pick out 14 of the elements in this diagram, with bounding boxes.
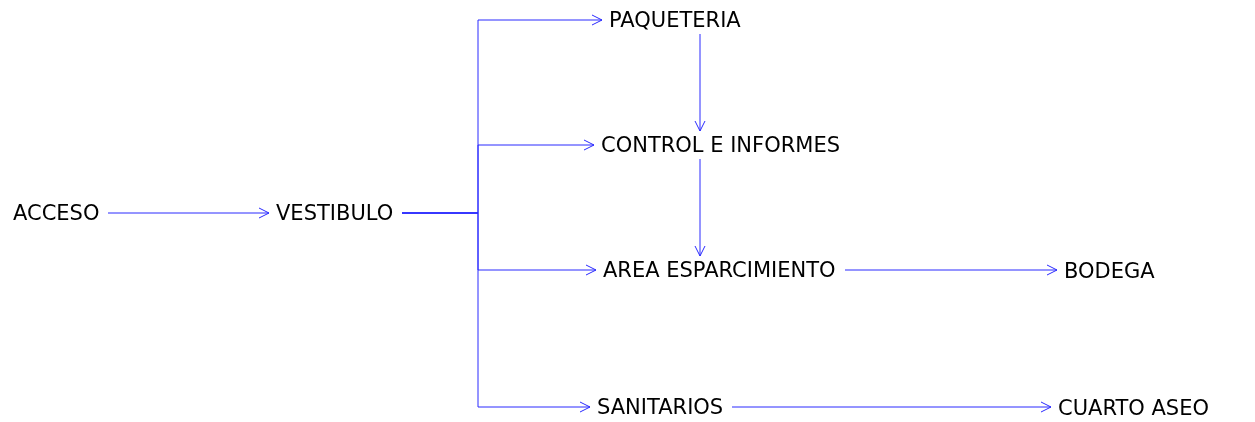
node-label: SANITARIOS xyxy=(596,394,725,420)
arrow xyxy=(731,401,1052,413)
node-label: CUARTO ASEO xyxy=(1057,395,1210,421)
node-label: AREA ESPARCIMIENTO xyxy=(602,257,837,283)
node-label: ACCESO xyxy=(12,200,101,226)
node-label: PAQUETERIA xyxy=(608,7,742,33)
arrow xyxy=(107,207,270,219)
node-label: BODEGA xyxy=(1063,258,1156,284)
arrow xyxy=(401,212,591,413)
arrow xyxy=(844,264,1058,276)
arrow xyxy=(694,33,706,132)
node-label: CONTROL E INFORMES xyxy=(600,132,841,158)
arrow xyxy=(694,158,706,257)
node-label: VESTIBULO xyxy=(275,200,395,226)
